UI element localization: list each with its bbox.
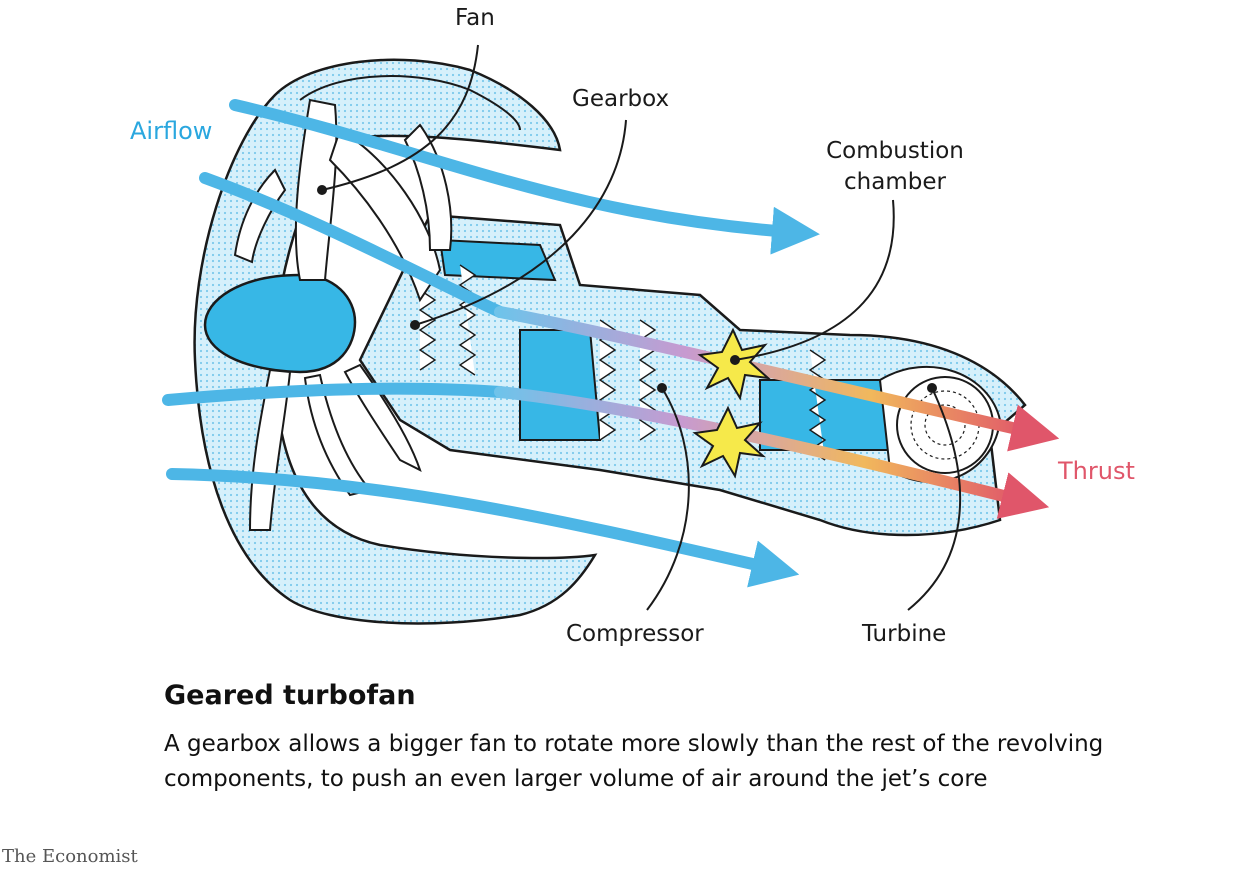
airflow-arrow-top — [229, 99, 820, 255]
compressor-label: Compressor — [566, 621, 704, 647]
airflow-arrow-core-upper — [199, 172, 506, 318]
combustion-label-line1: Combustion — [826, 138, 964, 164]
fan-blades — [233, 98, 453, 531]
thrust-label: Thrust — [1058, 457, 1135, 485]
diagram-caption: A gearbox allows a bigger fan to rotate … — [164, 731, 1104, 792]
gearbox-leader — [414, 119, 627, 326]
airflow-arrow-core-lower — [162, 382, 506, 406]
spark-lower — [692, 405, 767, 479]
fan-leader — [321, 44, 479, 191]
gearbox-label: Gearbox — [572, 86, 670, 112]
airflow-arrow-bottom — [166, 468, 800, 588]
turbofan-diagram — [162, 44, 1060, 625]
fan-label: Fan — [455, 5, 495, 31]
airflow-arrows — [162, 99, 820, 588]
source-credit: The Economist — [2, 846, 138, 867]
leader-lines — [317, 44, 962, 611]
combustion-leader — [734, 199, 895, 361]
combustion-label-line2: chamber — [844, 169, 946, 195]
diagram-title: Geared turbofan — [164, 680, 416, 711]
airflow-label: Airflow — [130, 117, 213, 145]
combustion-chamber-label: Combustion chamber — [815, 136, 975, 198]
turbine-leader — [907, 387, 962, 611]
compressor-leader — [646, 387, 690, 611]
thrust-arrow-lower — [494, 386, 1050, 519]
engine-core — [358, 213, 1027, 537]
turbine-label: Turbine — [862, 621, 947, 647]
